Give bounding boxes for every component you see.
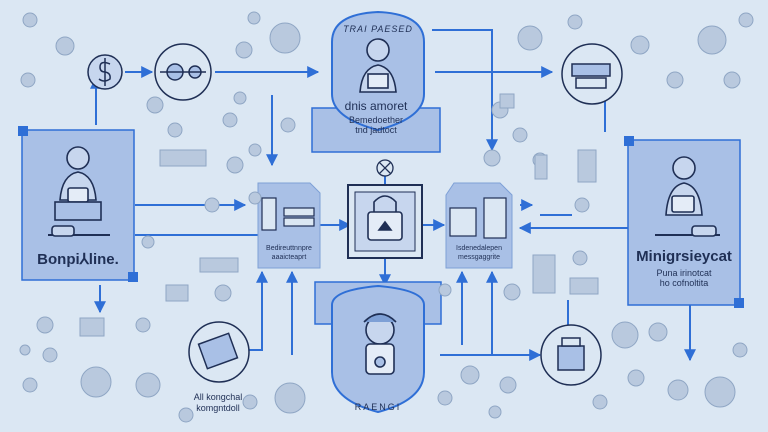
decor-gear-icon-13	[592, 394, 608, 410]
top-node-line-2: tnd jadtoct	[355, 125, 397, 135]
decor-bolt-icon	[723, 71, 741, 89]
lock-icon	[367, 195, 403, 241]
worker-icon	[359, 38, 397, 93]
decor-globe-icon-5	[611, 321, 639, 349]
decor-gear-icon-15	[732, 342, 748, 358]
center-right-server-box	[445, 182, 513, 269]
top-shield-node	[311, 10, 441, 153]
decor-gear-icon-12	[178, 407, 194, 423]
machinery-icon	[561, 43, 623, 105]
decor-cloud-icon-4	[627, 369, 645, 387]
decor-gear-icon-3	[738, 12, 754, 28]
decor-gear-icon-4	[22, 12, 38, 28]
decor-sun-icon	[167, 122, 183, 138]
package-icon	[540, 324, 602, 386]
decor-dot-icon-2	[19, 344, 31, 356]
gear-icon	[376, 159, 394, 177]
decor-badge-icon	[499, 93, 515, 109]
bottom-left-caption-line-2: komgntdoll	[196, 403, 240, 413]
decor-globe-icon-4	[499, 376, 517, 394]
left-panel-title: Bonpi⅄line.	[37, 251, 119, 268]
bottom-left-caption-line-1: All kongchal	[193, 392, 243, 402]
decor-gear-icon-16	[512, 127, 528, 143]
decor-globe-icon	[235, 41, 253, 59]
decor-globe-icon-2	[630, 35, 650, 55]
decor-bolt-icon-2	[141, 235, 155, 249]
decor-hand-icon-2	[437, 390, 453, 406]
right-panel-title: Minigrsieycat	[636, 248, 732, 265]
left-panel	[18, 126, 138, 282]
decor-gear-icon-7	[214, 284, 232, 302]
decor-truck-icon-2	[248, 191, 262, 205]
decor-map-icon	[517, 25, 543, 51]
decor-dot-icon	[247, 11, 261, 25]
decor-globe-icon-6	[503, 283, 521, 301]
central-lock-node	[347, 159, 423, 259]
decor-gear-icon-2	[274, 382, 306, 414]
decor-clock-icon	[204, 197, 220, 213]
decor-map-icon-2	[80, 366, 112, 398]
center-left-box-line-1: Bedireuttnnpre	[266, 245, 312, 252]
decor-sun-icon-2	[574, 197, 590, 213]
decor-panel-icon	[199, 257, 239, 273]
decor-trophy-icon	[483, 149, 501, 167]
decor-truck-icon	[55, 36, 75, 56]
decor-cloud-icon-3	[242, 394, 258, 410]
decor-globe-icon-3	[42, 347, 58, 363]
document-scan-icon	[188, 321, 250, 383]
decor-gear-icon-10	[135, 372, 161, 398]
person-at-desk-icon	[48, 146, 110, 237]
decor-cloud-icon	[697, 25, 727, 55]
bottom-shield-node	[314, 281, 442, 414]
right-panel-line-2: ho cofnoltita	[659, 278, 709, 288]
right-panel-line-1: Puna irinotcat	[656, 268, 712, 278]
decor-drop-icon	[460, 365, 480, 385]
decorative-icons	[19, 11, 754, 423]
decor-gear-icon-6	[226, 156, 244, 174]
top-node-title: dnis amoret	[344, 99, 408, 113]
decor-gear-icon-11	[22, 377, 38, 393]
decor-hand-icon	[280, 117, 296, 133]
decor-star-icon	[567, 14, 583, 30]
decor-megaphone-icon	[233, 91, 247, 105]
decor-server-icon	[159, 149, 207, 167]
decor-box-icon	[165, 284, 189, 302]
connector-top-right-drop	[432, 29, 498, 152]
decor-gear-icon-9	[36, 316, 54, 334]
decor-gear-icon-5	[222, 112, 238, 128]
decor-mail-icon	[146, 96, 164, 114]
decor-tower-icon	[577, 149, 597, 183]
decor-tag-icon	[569, 277, 599, 295]
gears-machine-icon	[154, 43, 212, 101]
decor-gear-icon-17	[572, 250, 588, 266]
decor-dot-icon-3	[488, 405, 502, 419]
decor-gear-icon-14	[648, 322, 668, 342]
decor-thumb-icon	[248, 143, 262, 157]
person-at-console-icon	[655, 156, 720, 237]
bottom-node-banner: RAENGI	[354, 402, 402, 412]
decor-gear-icon	[269, 22, 301, 54]
center-left-server-box	[257, 182, 321, 269]
decor-gear-icon-8	[135, 317, 151, 333]
decor-cloud-icon-2	[20, 72, 36, 88]
top-node-line-1: Bemedoether	[348, 115, 404, 125]
center-right-box-line-1: Isdenedalepen	[456, 245, 502, 252]
decor-chart-icon	[667, 379, 689, 401]
center-left-box-line-2: aaaicteaprt	[271, 254, 307, 261]
decor-cabinet-icon	[79, 317, 105, 337]
center-right-box-line-2: messgaggrite	[457, 254, 501, 261]
decor-boat-icon	[666, 71, 684, 89]
masked-operator-icon	[363, 313, 397, 375]
top-node-banner: TRAI PAESED	[343, 24, 413, 34]
right-panel	[624, 136, 744, 308]
decor-map-icon-3	[704, 376, 736, 408]
decor-pillars-icon	[532, 254, 556, 294]
dollar-icon	[87, 54, 123, 90]
decor-coin-icon	[438, 283, 452, 297]
decor-phone-icon-2	[534, 154, 548, 180]
